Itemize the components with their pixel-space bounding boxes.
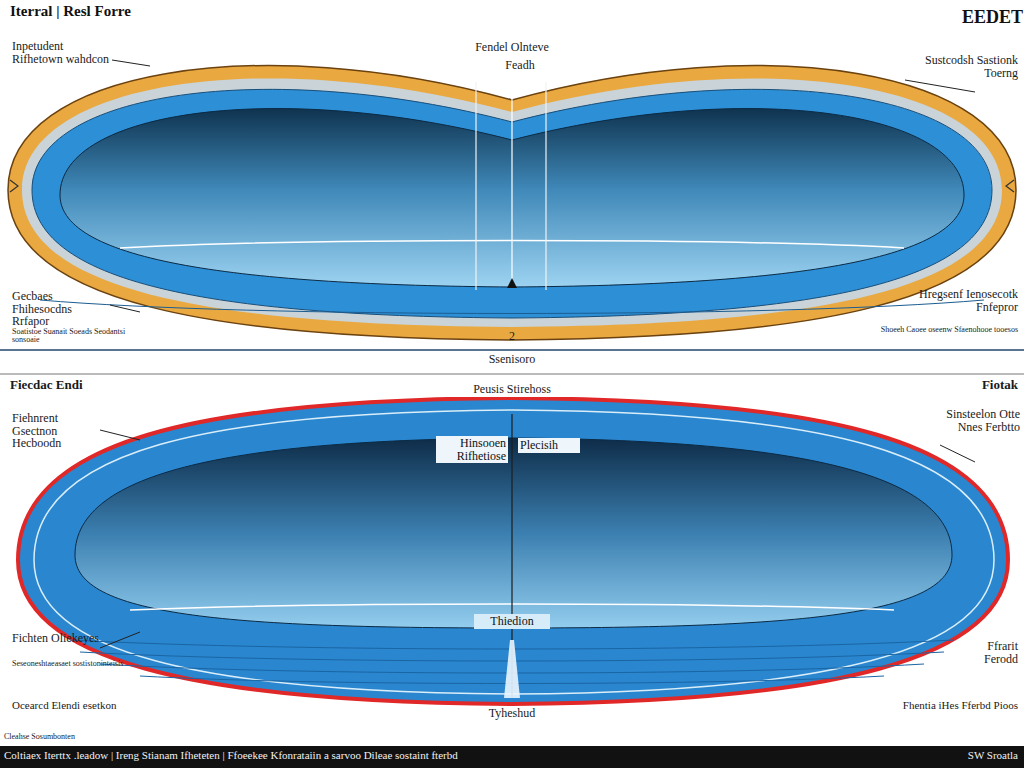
callout-number: 2 xyxy=(504,330,520,343)
lower-lens: Hinsooen Rifhetiose PlecisihThiedion xyxy=(18,396,1008,706)
logo-mark: EEDET xyxy=(962,8,1018,27)
note-text: Cleahse Sosumbonten xyxy=(4,733,204,741)
footer-note: Fhentia iHes Fferbd Pioos xyxy=(800,700,1018,712)
callout-label: Hregsenf Ienosecotk Fnfepror xyxy=(906,288,1018,313)
callout-label: Fiehnrent Gsectnon Hecboodn xyxy=(12,412,102,450)
note-text: Shoeeh Caoee oseenw Sfaenohooe tooesos xyxy=(878,326,1018,334)
section-heading: Tyheshud xyxy=(462,706,562,721)
section-heading: Peusis Stirehoss xyxy=(444,382,580,397)
callout-label: Ffrarit Ferodd xyxy=(960,640,1018,665)
upper-lens: Feadh xyxy=(8,30,1016,342)
footer-note: Ocearcd Elendi esetkon xyxy=(12,700,212,712)
note-text: Soatistoe Suanait Soeads Seodantsi sonso… xyxy=(12,328,142,345)
section-heading: Fendel Olnteve xyxy=(450,40,574,55)
section-heading: Ssenisoro xyxy=(468,352,556,367)
lens-label: Plecisih xyxy=(518,438,580,453)
callout-label: Sinsteelon Otte Nnes Ferbtto xyxy=(940,408,1020,433)
diagram-title: Iterral | Resl Forre xyxy=(10,4,200,20)
section-heading: Fiecdac Endi xyxy=(10,378,160,392)
section-heading: Fiotak xyxy=(930,378,1018,392)
lens-label: Thiedion xyxy=(474,614,550,629)
lens-label: Hinsooen Rifhetiose xyxy=(436,436,508,463)
footer-note: SW Sroatla xyxy=(920,750,1018,762)
callout-label: Gecbaes Fhihesocdns Rrfapor xyxy=(12,290,112,328)
footer-caption: Coltiaex Iterttx .leadow | Ireng Stianam… xyxy=(4,750,904,762)
lens-label: Feadh xyxy=(490,58,550,73)
note-text: Seseoneshtaeasaet sostistoninteisis xyxy=(12,660,142,668)
callout-label: Inpetudent Rifhetown wahdcon xyxy=(12,40,112,65)
callout-label: Fichten Oliekeyes xyxy=(12,632,104,645)
callout-label: Sustcodsh Sastionk Toerng xyxy=(908,54,1018,79)
